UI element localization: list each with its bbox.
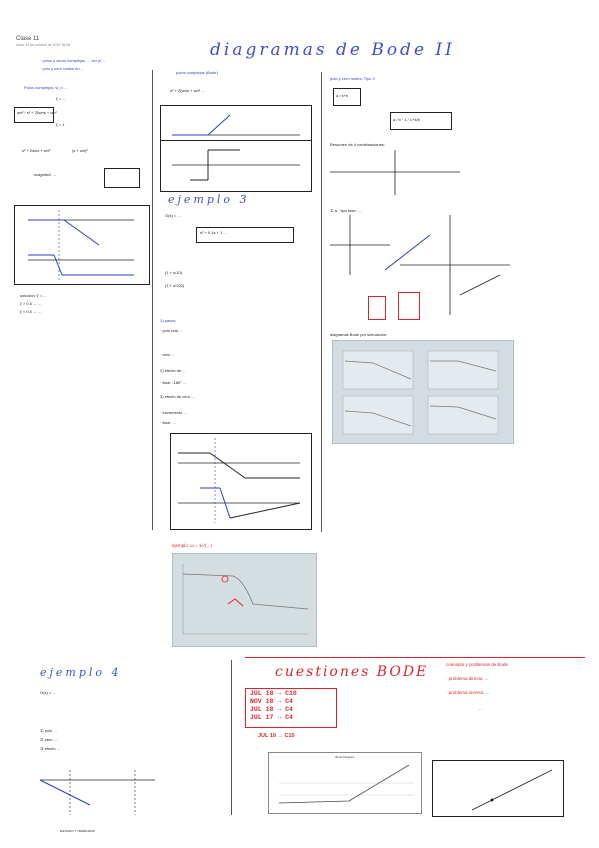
cuestiones-rule	[245, 657, 585, 658]
ex4-formula: G(s) = ...	[40, 690, 56, 695]
cuestiones-note-1: · problema directo: ...	[446, 676, 489, 681]
col2-step-2: · cero ...	[160, 352, 175, 357]
exam-row: JUL 17 → C4	[250, 714, 293, 721]
col3-formula-1: a / s+b	[336, 93, 349, 98]
exam-row: JUL 18 → C10	[250, 690, 297, 697]
col2-formula-a: s² + 2ξwns + wn² ...	[170, 88, 205, 93]
col3-quadrant-sketch	[330, 215, 510, 315]
ex4-step-1: ① polo ...	[40, 728, 57, 733]
col1-formula-a: ξ = ...	[56, 96, 66, 101]
col3-grid	[330, 150, 460, 195]
col2-formula-box	[196, 227, 294, 243]
col2-step-6: · incremento ...	[160, 410, 187, 415]
example-3-title: ejemplo 3	[168, 193, 250, 206]
photo1-plots	[342, 350, 499, 435]
cuestiones-sketch-box	[432, 760, 564, 817]
col3-formula-2: a / b · 1 / 1+s/b	[393, 117, 420, 122]
footer-note: ENVIADO Y TRABAJADO	[60, 829, 96, 833]
col3-formula-box-2	[390, 112, 452, 130]
exam-table-box	[245, 688, 337, 728]
col2-heading: polos complejos (Bode)	[176, 70, 218, 75]
column-divider-3	[231, 660, 233, 815]
col2-formula-b: s² + 0.1s + 1 ...	[200, 230, 227, 235]
col1-formula-box	[104, 168, 140, 188]
col2-step-1: · polo real ...	[160, 328, 183, 333]
col3-redbox-2	[398, 292, 420, 320]
col2-step-3: 2) efecto de ...	[160, 368, 186, 373]
transfer-fn-label: wn² / s² + 2ξwns + wn²	[17, 110, 57, 115]
page-title: Clase 11	[16, 36, 40, 42]
cuestiones-title: cuestiones BODE	[275, 664, 429, 680]
bode-diagram-plot: Bode Diagram	[268, 752, 422, 814]
bode-plot-curve	[278, 764, 414, 804]
col2-formula-d: (1 + s/10)	[165, 270, 183, 275]
column-divider-2	[321, 72, 323, 532]
example-4-title: ejemplo 4	[40, 666, 122, 679]
col2-bode-lines-2	[172, 149, 300, 181]
col3-camera-label: diagramas Bode por simulación:	[330, 332, 388, 337]
col2-bode-sketch-big	[170, 433, 312, 530]
ex4-sketch	[39, 770, 155, 815]
photo2-curve	[182, 564, 309, 635]
col1-note-bottom-2: ξ > 0.5 → ...	[20, 301, 42, 306]
photo-bode-sim-2	[172, 553, 317, 647]
col1-note-bottom-3: ξ < 0.5 → ...	[20, 309, 42, 314]
col2-bode-box-2	[160, 140, 312, 192]
bode-plot-title: Bode Diagram	[335, 755, 355, 759]
exam-row: NOV 18 → C4	[250, 698, 293, 705]
col3-redbox-1	[368, 296, 386, 320]
col1-note-bottom-1: solución: ξ = ...	[20, 293, 47, 298]
col1-formula-b: ξ = 1	[56, 122, 65, 127]
col3-note-2: ① a · tipo fase: ...	[330, 208, 362, 213]
col1-bode-lines	[28, 210, 134, 280]
col2-step-5: 3) efecto de cero ...	[160, 394, 195, 399]
exam-table: JUL 18 → C10 NOV 18 → C4 JUL 18 → C4 JUL…	[250, 690, 297, 722]
cuestiones-text: ...	[255, 745, 258, 749]
col1-section-heading: Polos complejos: w_n ...	[24, 85, 68, 90]
col3-formula-box-1	[333, 88, 361, 106]
col2-step-7: · fase: ...	[160, 420, 176, 425]
photo-bode-sim-1	[332, 340, 514, 444]
col2-step-4: · fase: -180° ...	[160, 380, 187, 385]
col1-note-1: · polos y ceros complejos → ver p/ ...	[40, 58, 106, 63]
col1-note-2: · polo y cero reales en ...	[40, 66, 85, 71]
main-title: diagramas de Bode II	[210, 40, 455, 60]
cuestiones-note-3: ...	[478, 706, 482, 711]
col1-formula-c: s² + 2wns + wn²	[22, 148, 51, 153]
july-line: JUL 19 → C10	[258, 733, 295, 739]
col1-formula-e: magnitud: ...	[34, 172, 57, 177]
col2-formula-e: (1 + s/100)	[165, 283, 185, 288]
col1-bode-sketch	[14, 205, 150, 285]
col2-steps-heading: 1) pasos:	[160, 318, 177, 323]
col2-bode-lines-big	[178, 438, 301, 523]
page-timestamp: lunes 14 de octubre de 2019 18:08	[16, 43, 71, 47]
cuestiones-sketch	[471, 769, 553, 811]
photo2-caption: ejemplo: ω = 1/√(...)	[172, 543, 212, 548]
col2-formula-c: G(s) = ...	[165, 213, 181, 218]
ex4-step-2: ② cero ...	[40, 737, 57, 742]
col1-formula-d: (s + wn)²	[72, 148, 88, 153]
cuestiones-subtitle: concepto y problemas de Bode	[446, 662, 509, 667]
transfer-fn-box	[14, 107, 54, 123]
col3-heading: polo y cero reales: Tipo 3	[330, 76, 375, 81]
exam-row: JUL 18 → C4	[250, 706, 293, 713]
col2-bode-lines-1	[172, 114, 300, 136]
cuestiones-note-2: · problema inverso: ...	[446, 690, 490, 695]
column-divider-1	[152, 70, 154, 530]
col3-note-1: Resumen de 4 combinaciones:	[330, 142, 385, 147]
ex4-step-3: ③ efecto ...	[40, 746, 61, 751]
